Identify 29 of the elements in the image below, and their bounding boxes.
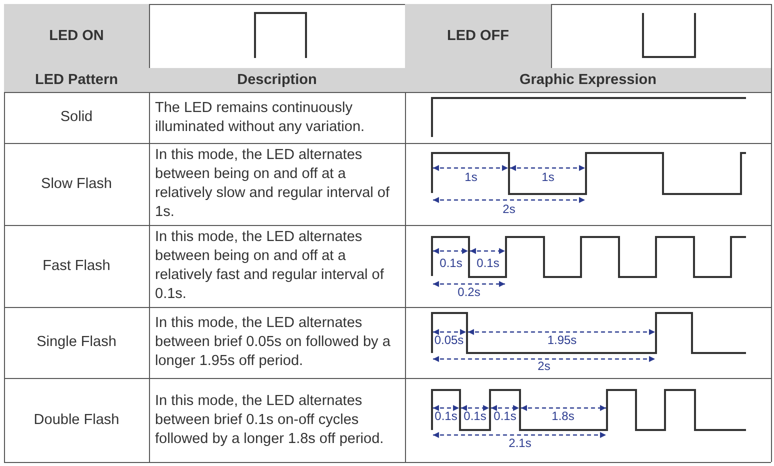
description-text: In this mode, the LED alternates between being on and off at a relatively slow and regular interval of 1s. — [154, 146, 391, 222]
column-header: Description — [149, 68, 405, 92]
duration-label: 0.2s — [458, 286, 480, 299]
description-text: In this mode, the LED alternates between being on and off at a relatively fast and regular interval of 0.1s. — [154, 228, 385, 304]
duration-label: 1.8s — [552, 410, 574, 423]
duration-label: 1.95s — [547, 334, 577, 347]
duration-label: 0.1s — [464, 410, 486, 423]
column-header: Graphic Expression — [405, 68, 771, 92]
duration-label: 1s — [542, 171, 554, 184]
pattern-name: Fast Flash — [42, 256, 112, 276]
duration-label: 0.1s — [494, 410, 516, 423]
pattern-name: Single Flash — [36, 333, 118, 352]
pattern-name: Slow Flash — [40, 174, 113, 194]
column-header: LED Pattern — [4, 68, 149, 92]
duration-label: 2.1s — [508, 437, 532, 450]
pattern-name: Double Flash — [32, 410, 120, 430]
duration-label: 0.1s — [440, 257, 462, 270]
description-text: In this mode, the LED alternates between brief 0.1s on-off cycles followed by a longer 1.8s off period. — [154, 392, 385, 448]
description-text: In this mode, the LED alternates between brief 0.05s on followed by a longer 1.95s off period. — [154, 314, 392, 371]
duration-label: 2s — [502, 203, 516, 216]
duration-label: 2s — [538, 360, 550, 373]
column-header: LED ON — [4, 4, 149, 68]
pattern-name: Solid — [59, 108, 94, 127]
duration-label: 0.05s — [434, 334, 464, 347]
duration-label: 1s — [464, 171, 478, 184]
duration-label: 0.1s — [476, 257, 500, 270]
duration-label: 0.1s — [434, 410, 458, 423]
description-text: The LED remains continuously illuminated without any variation. — [154, 98, 366, 136]
column-header: LED OFF — [405, 4, 551, 68]
